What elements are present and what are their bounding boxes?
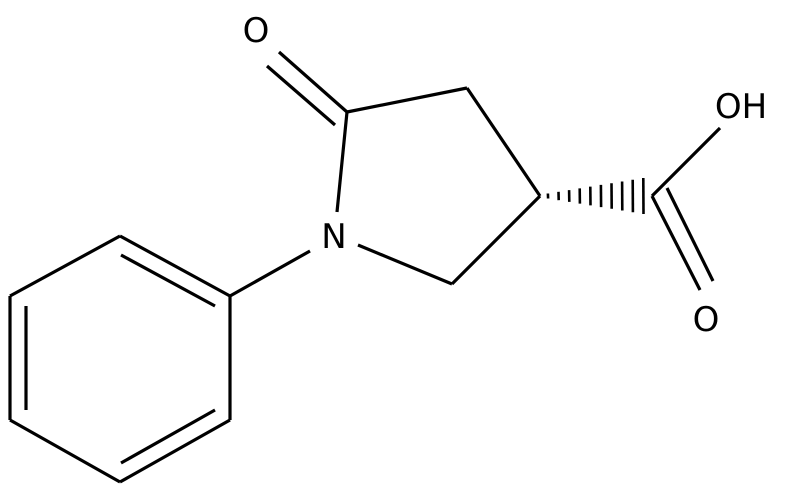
bond-phenyl-4 [9, 418, 121, 484]
bond-c-o-double-a [650, 195, 702, 291]
bond-c3-c4 [465, 87, 542, 197]
atom-label-hydroxyl: OH [715, 87, 767, 127]
pyrrolidinone-ring [335, 86, 542, 286]
atom-label-acid-oxygen: O [693, 300, 720, 340]
atom-label-nitrogen: N [321, 217, 346, 257]
bond-c5-n [357, 243, 453, 286]
bond-carbonyl-b [265, 64, 337, 127]
bond-phenyl-double-2 [120, 408, 216, 465]
phenyl-ring [8, 234, 232, 484]
bond-c4-c5 [450, 194, 542, 286]
atom-label-carbonyl-oxygen: O [243, 11, 270, 51]
bond-phenyl-6 [9, 234, 121, 298]
bond-c-oh [650, 126, 722, 198]
bond-c-o-double-b [665, 187, 715, 282]
bond-carbonyl-a [277, 50, 349, 114]
carbonyl-double-bond [265, 50, 349, 127]
bond-phenyl-3 [119, 418, 231, 484]
hashed-wedge-bond [546, 177, 645, 215]
carboxylic-acid [650, 126, 722, 291]
bond-phenyl-nitrogen [229, 249, 311, 298]
bond-phenyl-double-1 [120, 253, 216, 308]
bond-n-c2 [335, 111, 349, 213]
bond-phenyl-1 [119, 234, 231, 298]
bond-c2-c3 [346, 86, 468, 114]
